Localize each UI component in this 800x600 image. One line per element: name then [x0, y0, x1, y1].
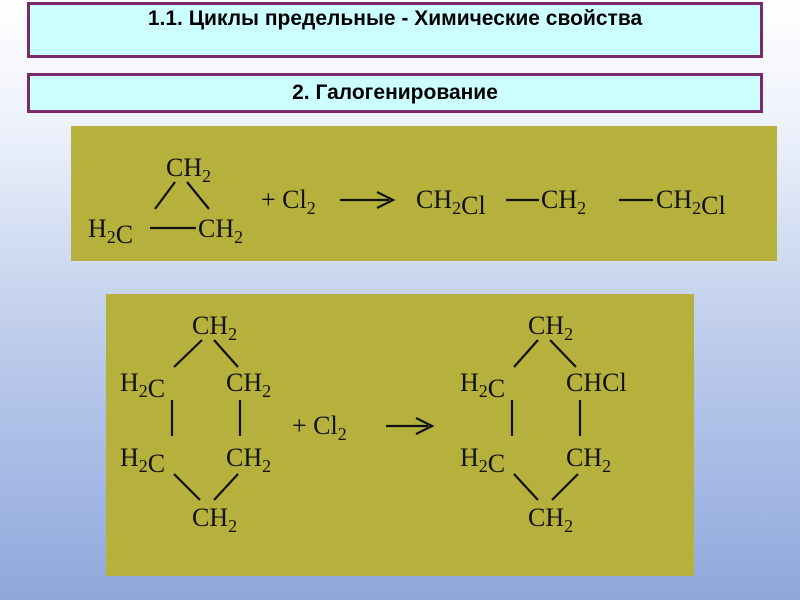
reaction-diagram-cyclopropane: CH2 H2C CH2 + Cl2 CH2Cl CH2 CH2Cl: [88, 153, 726, 249]
r2-product-lr: CH2: [566, 443, 611, 476]
reaction-panel-cyclohexane: CH2 H2C CH2 H2C CH2 CH2 + Cl2 CH2 H2C CH…: [106, 294, 694, 576]
r2-reactant-lr: CH2: [226, 443, 271, 476]
r2-product-bond-1: [513, 339, 539, 368]
slide-title: 1.1. Циклы предельные - Химические свойс…: [27, 2, 763, 58]
r1-bond-left: [154, 181, 176, 210]
r1-reagent: + Cl2: [261, 185, 316, 218]
r2-reactant-bond-2: [213, 339, 239, 368]
r2-reactant-ur: CH2: [226, 368, 271, 401]
r2-product-ll: H2C: [460, 443, 505, 478]
slide-subtitle: 2. Галогенирование: [27, 73, 763, 113]
r2-reagent: + Cl2: [292, 411, 347, 444]
r2-reactant-bond-1: [173, 339, 203, 368]
r2-reactant-bond-5: [173, 473, 201, 501]
r1-product-1: CH2Cl: [416, 185, 486, 220]
r2-product-bond-6: [551, 473, 579, 501]
r2-product-bond-5: [513, 473, 539, 501]
r1-left-h2c: H2C: [88, 214, 133, 249]
r2-reactant-bottom: CH2: [192, 503, 237, 536]
r2-reactant-top: CH2: [192, 311, 237, 344]
r2-product-ul: H2C: [460, 368, 505, 403]
r1-product-2: CH2: [541, 185, 586, 218]
r2-reactant-ll: H2C: [120, 443, 165, 478]
r1-right-ch2: CH2: [198, 214, 243, 247]
r1-bond-right: [186, 181, 210, 210]
r2-product-top: CH2: [528, 311, 573, 344]
r2-product-bond-2: [549, 339, 577, 368]
r2-reactant-ul: H2C: [120, 368, 165, 403]
r2-product-bottom: CH2: [528, 503, 573, 536]
r2-arrow-head: [415, 417, 435, 435]
r2-product-ur: CHCl: [566, 368, 627, 397]
r1-top-ch2: CH2: [166, 153, 211, 186]
reaction-panel-cyclopropane: CH2 H2C CH2 + Cl2 CH2Cl CH2 CH2Cl: [71, 126, 777, 261]
reaction-diagram-cyclohexane: CH2 H2C CH2 H2C CH2 CH2 + Cl2 CH2 H2C CH…: [120, 311, 627, 536]
r2-reactant-bond-6: [213, 473, 239, 501]
r1-product-3: CH2Cl: [656, 185, 726, 220]
r1-arrow-head: [376, 191, 396, 209]
